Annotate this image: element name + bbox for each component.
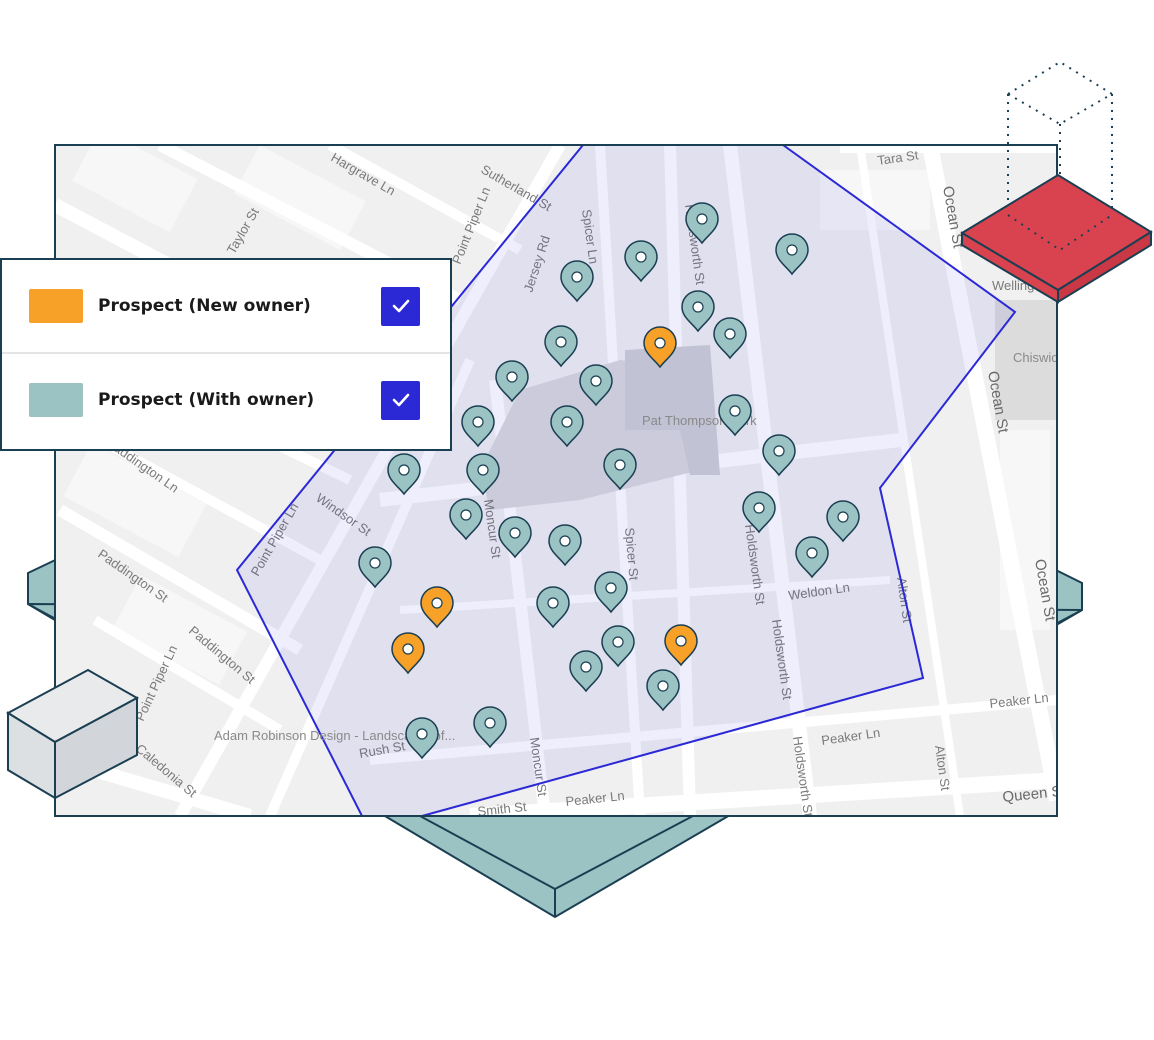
with-owner-pin-icon[interactable] [826, 500, 860, 543]
with-owner-pin-icon[interactable] [713, 317, 747, 360]
checkmark-icon [392, 393, 409, 407]
poi-label: Chiswick Gardens [1013, 350, 1118, 365]
with-owner-pin-icon[interactable] [579, 364, 613, 407]
with-owner-pin-icon[interactable] [495, 360, 529, 403]
new-owner-pin-icon[interactable] [391, 632, 425, 675]
with-owner-pin-icon[interactable] [466, 453, 500, 496]
legend-item-with-owner[interactable]: Prospect (With owner) [2, 354, 450, 446]
street-label: Peaker Ln [565, 788, 626, 809]
map-frame [54, 144, 1058, 817]
new-owner-pin-icon[interactable] [664, 624, 698, 667]
with-owner-pin-icon[interactable] [594, 571, 628, 614]
with-owner-pin-icon[interactable] [646, 669, 680, 712]
street-label: Smith St [477, 799, 528, 819]
checkbox-with-owner[interactable] [381, 380, 420, 420]
with-owner-pin-icon[interactable] [603, 448, 637, 491]
with-owner-pin-icon[interactable] [498, 516, 532, 559]
new-owner-pin-icon[interactable] [420, 586, 454, 629]
checkbox-new-owner[interactable] [381, 286, 420, 326]
with-owner-pin-icon[interactable] [762, 434, 796, 477]
new-owner-pin-icon[interactable] [643, 326, 677, 369]
legend-panel: Prospect (New owner) Prospect (With owne… [0, 258, 452, 451]
swatch-with-owner [29, 383, 83, 417]
with-owner-pin-icon[interactable] [775, 233, 809, 276]
swatch-new-owner [29, 289, 83, 323]
map-area[interactable]: Tara St Ocean St Hargrave Ln Sutherland … [55, 128, 1118, 819]
street-label: Queen St [1002, 782, 1068, 806]
map-pins [358, 202, 860, 760]
with-owner-pin-icon[interactable] [795, 536, 829, 579]
with-owner-pin-icon[interactable] [681, 290, 715, 333]
legend-label-with-owner: Prospect (With owner) [98, 390, 315, 410]
legend-label-new-owner: Prospect (New owner) [98, 296, 311, 316]
with-owner-pin-icon[interactable] [685, 202, 719, 245]
with-owner-pin-icon[interactable] [544, 325, 578, 368]
with-owner-pin-icon[interactable] [550, 405, 584, 448]
poi-label: Adam Robinson Design - Landscaper of... [214, 728, 455, 743]
with-owner-pin-icon[interactable] [358, 546, 392, 589]
with-owner-pin-icon[interactable] [536, 586, 570, 629]
red-slab-decoration [960, 60, 1153, 304]
street-label: Peaker Ln [989, 690, 1050, 711]
with-owner-pin-icon[interactable] [560, 260, 594, 303]
street-label: Alton St [932, 744, 953, 792]
with-owner-pin-icon[interactable] [624, 240, 658, 283]
street-label: Tara St [876, 147, 919, 168]
street-label: Spicer St [622, 527, 642, 581]
with-owner-pin-icon[interactable] [387, 453, 421, 496]
with-owner-pin-icon[interactable] [548, 524, 582, 567]
legend-item-new-owner[interactable]: Prospect (New owner) [2, 260, 450, 354]
cube-decoration [5, 668, 140, 800]
with-owner-pin-icon[interactable] [405, 717, 439, 760]
with-owner-pin-icon[interactable] [473, 706, 507, 749]
with-owner-pin-icon[interactable] [449, 498, 483, 541]
with-owner-pin-icon[interactable] [742, 491, 776, 534]
checkmark-icon [392, 299, 409, 313]
with-owner-pin-icon[interactable] [601, 625, 635, 668]
with-owner-pin-icon[interactable] [461, 405, 495, 448]
with-owner-pin-icon[interactable] [569, 650, 603, 693]
with-owner-pin-icon[interactable] [718, 394, 752, 437]
